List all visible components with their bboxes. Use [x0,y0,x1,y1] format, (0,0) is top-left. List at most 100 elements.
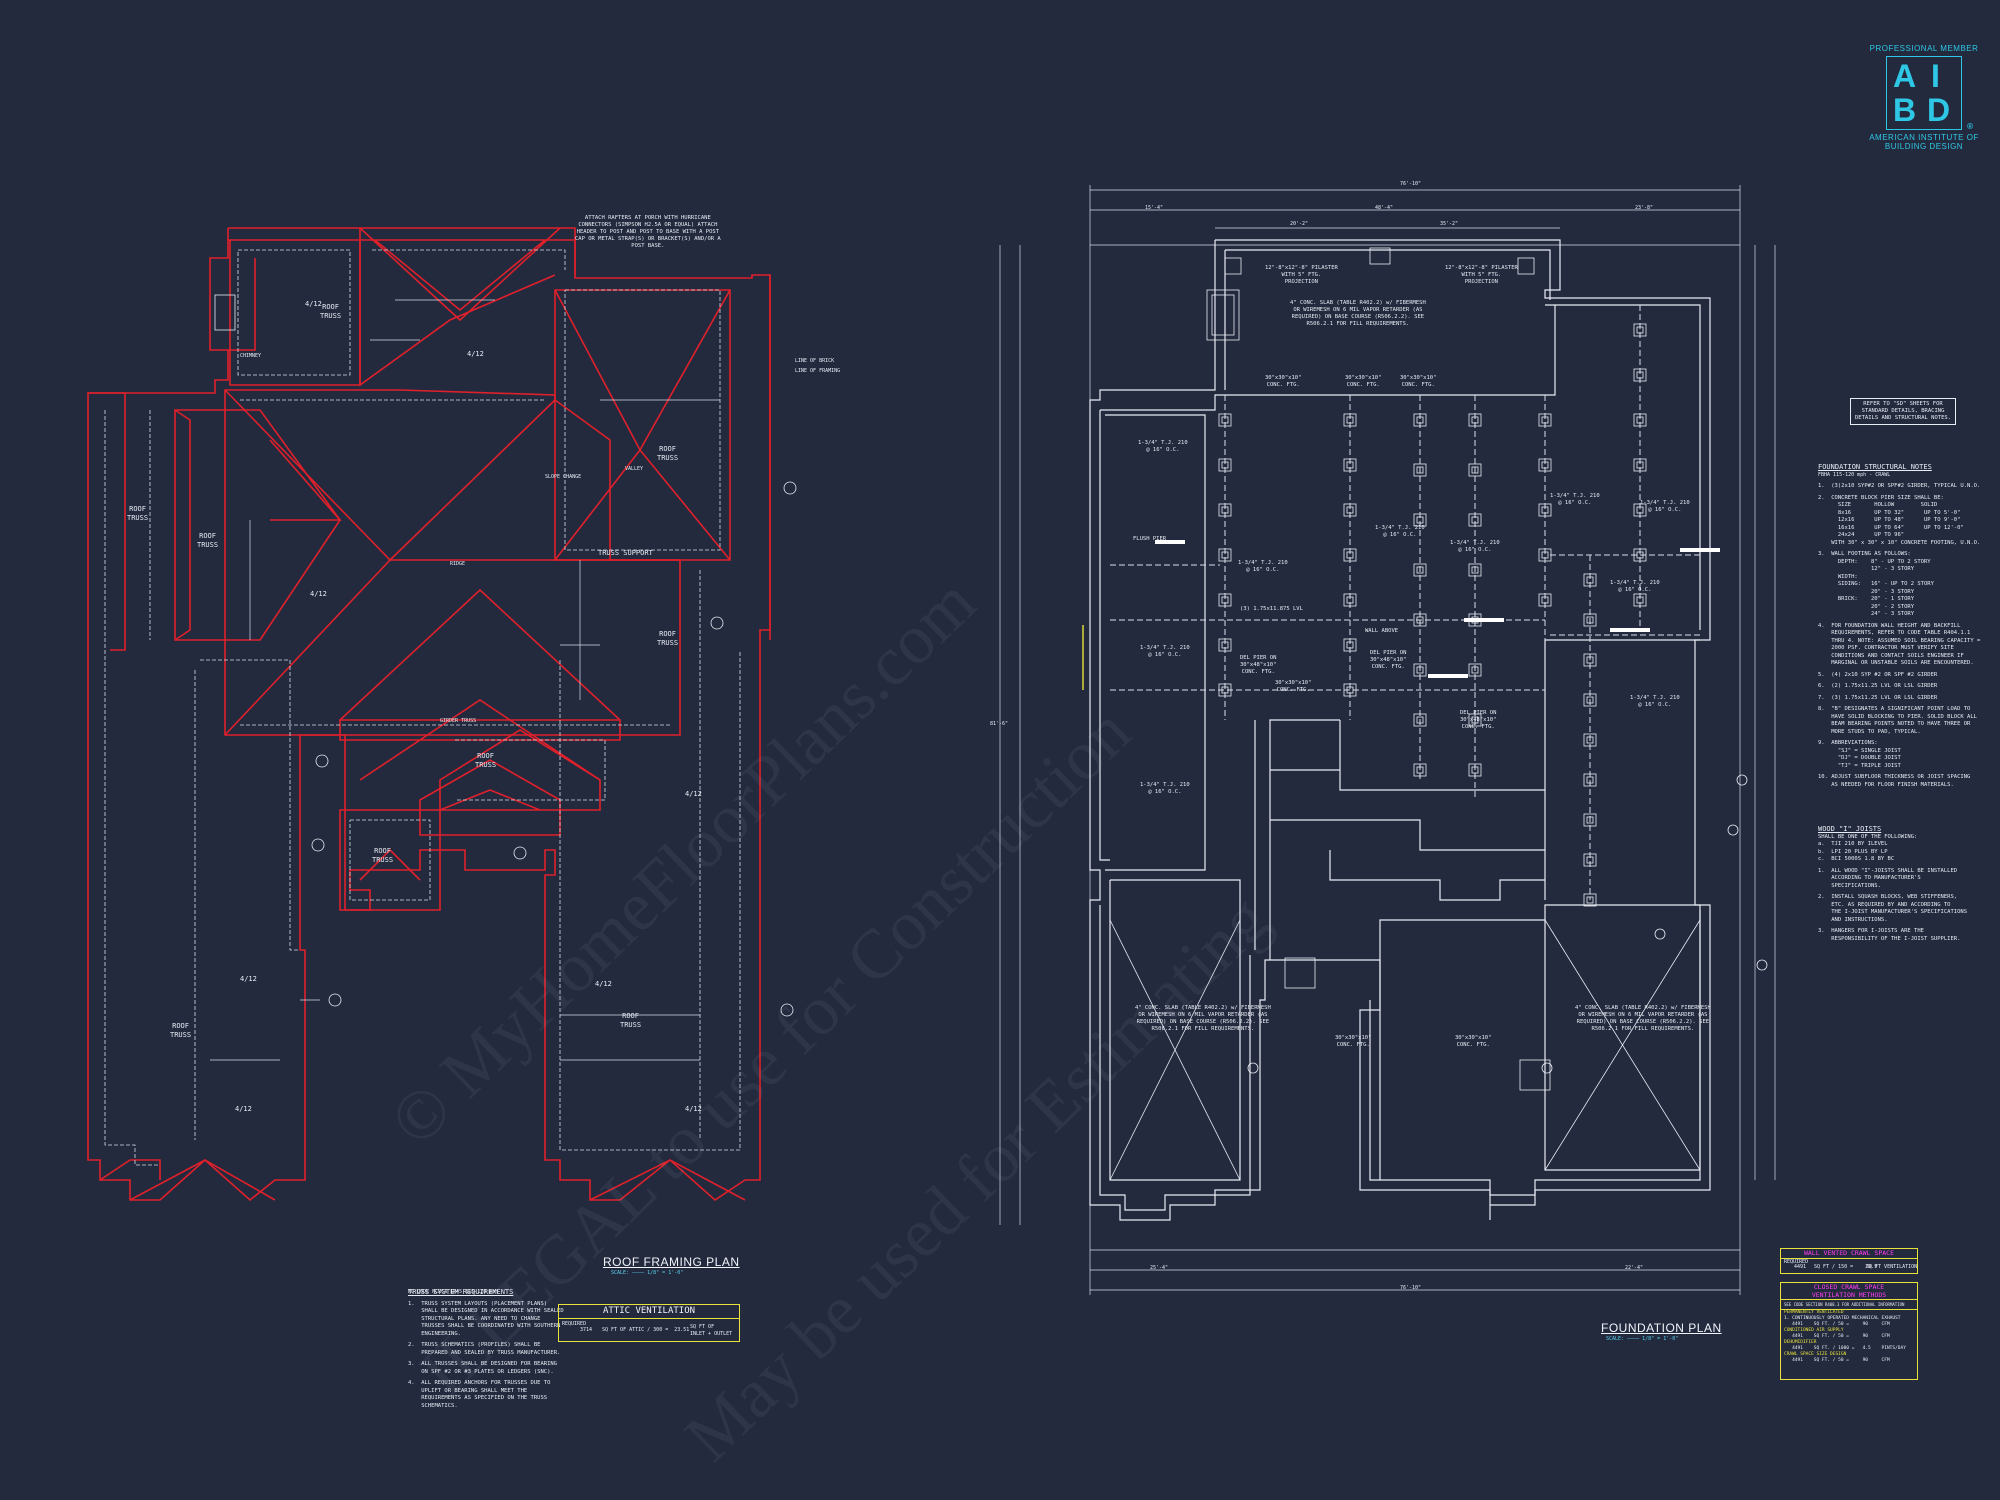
pilasters [1206,247,1551,1091]
structural-note-6: 6. (2) 1.75x11.25 LVL OR LSL GIRDER [1818,683,1938,689]
pier [1583,813,1597,827]
roof-truss-label-4: ROOF TRUSS [657,445,679,462]
pier-core [1541,461,1549,469]
pier [1538,548,1552,562]
logo-bottom-text: AMERICAN INSTITUTE OF BUILDING DESIGN [1869,133,1979,151]
pier-core [1416,716,1424,724]
pier [1218,638,1232,652]
pier [1343,458,1357,472]
structural-notes-subtitle: FBHA 115-120 mph - CRAWL [1818,471,1891,478]
pier-core [1636,551,1644,559]
chimney-symbol [214,294,236,331]
dim-overall-width-top: 76'-10" [1400,181,1422,187]
pier [1538,593,1552,607]
roof-framing-plan [87,227,797,1202]
pier-core [1416,416,1424,424]
roof-truss-label-7: ROOF TRUSS [620,1012,642,1029]
structural-note-8: 8. "B" DESIGNATES A SIGNIFICANT POINT LO… [1818,706,1977,735]
pier-core [1586,856,1594,864]
roof-plan-title: ROOF FRAMING PLAN [603,1255,740,1269]
pier-note-6: 30"x30"x10" CONC. FTG. [1455,1035,1492,1048]
roof-truss-label-3: ROOF TRUSS [320,303,342,320]
roof-truss-label-9: ROOF TRUSS [372,847,394,864]
roof-section-markers [311,481,797,1017]
pier [1633,458,1647,472]
wood-joist-item-5: 2. INSTALL SQUASH BLOCKS, WEB STIFFENERS… [1818,894,1968,923]
joist-note-8: 1-3/4" T.J. 210 @ 16" O.C. [1640,500,1690,513]
attic-ventilation-title: ATTIC VENTILATION [559,1305,739,1319]
pier-core [1221,461,1229,469]
pier-core [1221,596,1229,604]
pier-core [1221,416,1229,424]
pier-core [1346,551,1354,559]
dim-overall-depth: 81'-6" [990,721,1009,727]
pier [1583,773,1597,787]
pier [1583,653,1597,667]
slab-note-top: 4" CONC. SLAB (TABLE R402.2) w/ FIBERMES… [1290,300,1426,327]
structural-note-2: 2. CONCRETE BLOCK PIER SIZE SHALL BE: SI… [1818,494,1981,546]
pilaster-note-right: 12"-8"x12"-8" PILASTER WITH 5" FTG. PROJ… [1445,265,1518,285]
pier-core [1346,686,1354,694]
pier-core [1586,736,1594,744]
roof-truss-label-1: ROOF TRUSS [127,505,149,522]
refer-sd-note: REFER TO "SD" SHEETS FOR STANDARD DETAIL… [1850,398,1957,425]
roof-slope-3: 4/12 [235,1105,252,1113]
foundation-section-markers [1247,774,1768,1074]
pier [1583,613,1597,627]
joist-note-2: 1-3/4" T.J. 210 @ 16" O.C. [1140,645,1190,658]
chimney-label: CHIMNEY [240,353,262,359]
pier-core [1471,766,1479,774]
pier-note-2: 30"x30"x10" CONC. FTG. [1345,375,1382,388]
logo-letter-i: I [1931,58,1940,94]
pier-core [1346,461,1354,469]
structural-note-7: 7. (3) 1.75x11.25 LVL OR LSL GIRDER [1818,694,1938,701]
pier-core [1416,766,1424,774]
pier [1583,733,1597,747]
joist-note-5: 1-3/4" T.J. 210 @ 16" O.C. [1375,525,1425,538]
logo-mark: A I B D ® [1886,56,1973,131]
wall-vented-crawl-box: WALL VENTED CRAWL SPACE REQUIRED 4491 SQ… [1780,1248,1918,1274]
pier [1343,503,1357,517]
pier-core [1636,371,1644,379]
pier-core [1541,596,1549,604]
roof-dimension-lines [210,299,720,1061]
pier [1343,638,1357,652]
pier [1583,693,1597,707]
joist-note-6: 1-3/4" T.J. 210 @ 16" O.C. [1450,540,1500,553]
wall-vented-title: WALL VENTED CRAWL SPACE [1781,1249,1917,1259]
attic-unit: SQ FT OF INLET + OUTLET [690,1324,733,1337]
pier [1413,763,1427,777]
structural-note-10: 10. ADJUST SUBFLOOR THICKNESS OR JOIST S… [1818,774,1971,788]
structural-note-1: 1. (3)2x10 SYP#2 OR SPF#2 GIRDER, TYPICA… [1818,483,1981,489]
pier [1413,663,1427,677]
pier [1343,548,1357,562]
pier-core [1541,506,1549,514]
pier-core [1416,466,1424,474]
pier-core [1416,516,1424,524]
closed-crawl-line-4: 4491 SQ FT. / 50 = 90 CFM [1784,1334,1890,1339]
pier-core [1586,776,1594,784]
pier-core [1636,596,1644,604]
pier [1538,458,1552,472]
pier [1218,548,1232,562]
pier-core [1221,506,1229,514]
pier [1413,713,1427,727]
wood-joists-title: WOOD "I" JOISTS [1818,825,1882,833]
foundation-plan-scale: SCALE: ———— 1/8" = 1'-0" [1606,1336,1679,1342]
pier-core [1416,666,1424,674]
roof-truss-label-6: ROOF TRUSS [170,1022,192,1039]
slab-note-left-garage: 4" CONC. SLAB (TABLE R402.2) w/ FIBERMES… [1135,1005,1271,1032]
del-pier-note-1: DEL PIER ON 30"x48"x10" CONC. FTG. [1240,655,1277,675]
attic-calc: SQ FT OF ATTIC / 300 = 23.51 [602,1327,690,1333]
pier [1633,593,1647,607]
roof-slope-8: 4/12 [685,790,702,798]
pier-core [1346,596,1354,604]
pier-core [1636,326,1644,334]
pier [1468,763,1482,777]
closed-crawl-title: CLOSED CRAWL SPACE VENTILATION METHODS [1781,1283,1917,1300]
closed-crawl-line-5: DEHUMIDIFIER [1784,1340,1817,1345]
roof-slope-7: 4/12 [305,300,322,308]
closed-crawl-line-2: 4491 SQ FT. / 50 = 90 CFM [1784,1322,1890,1327]
foundation-walls [1089,239,1711,1221]
